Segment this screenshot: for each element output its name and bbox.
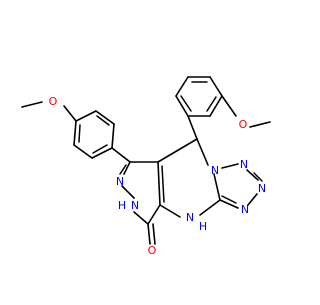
tetrazole-nitrogen-4-label: N (241, 203, 249, 216)
left-methoxyphenyl-bonds (21, 101, 131, 163)
right-methoxyphenyl-bonds (175, 76, 271, 140)
tetrazole-nitrogen-1-label: N (211, 164, 219, 177)
bridging-nitrogen-label: N (186, 211, 194, 224)
pyridazine-nitrogen-2-label: N (131, 199, 139, 212)
tetrazole-nitrogen-3-label: N (258, 182, 266, 195)
atom-labels: O O N N H N N N N N H O (49, 95, 266, 257)
pyridazine-hydrogen-label: H (118, 199, 126, 212)
structure-svg: O O N N H N N N N N H O (21, 76, 271, 257)
core-ring-bonds (119, 138, 263, 245)
molecule-structure-diagram: O O N N H N N N N N H O (21, 76, 271, 257)
methoxy-oxygen-left-label: O (49, 95, 58, 108)
tetrazole-nitrogen-2-label: N (240, 158, 248, 171)
pyridazine-nitrogen-1-label: N (116, 175, 124, 188)
bridging-hydrogen-label: H (199, 220, 207, 233)
methoxy-oxygen-right-label: O (239, 118, 248, 131)
carbonyl-oxygen-label: O (148, 244, 157, 257)
